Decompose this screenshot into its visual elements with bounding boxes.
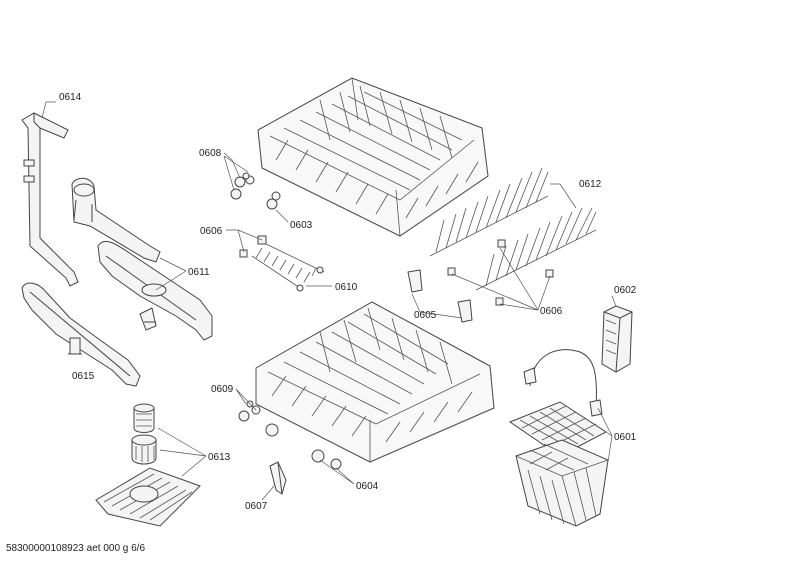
part-labels: 0614 0608 0603 0612 0606 0610 0611 0605 … xyxy=(59,92,637,512)
part-upper-arm-mount xyxy=(71,177,161,263)
part-0614-feed-tube xyxy=(21,112,79,287)
label-0604: 0604 xyxy=(356,481,379,492)
label-0602: 0602 xyxy=(614,285,637,296)
part-0608-wheels xyxy=(230,172,255,200)
part-0615-lower-spray-arm xyxy=(21,282,141,387)
part-0610-rack-insert xyxy=(251,243,325,292)
part-upper-basket xyxy=(257,77,489,237)
label-0607: 0607 xyxy=(245,501,268,512)
label-0614: 0614 xyxy=(59,92,82,103)
part-lower-basket xyxy=(255,301,495,463)
part-0611-upper-spray-arm xyxy=(97,240,213,341)
label-0612: 0612 xyxy=(579,179,602,190)
part-0613-filters xyxy=(95,403,201,527)
drawing-reference-number: 58300000108923 aet 000 g 6/6 xyxy=(6,543,146,554)
label-0606-right: 0606 xyxy=(540,306,563,317)
label-0605: 0605 xyxy=(414,310,437,321)
label-0611: 0611 xyxy=(188,267,210,278)
label-0615: 0615 xyxy=(72,371,95,382)
part-0605-clips xyxy=(407,269,473,323)
part-0607-clip xyxy=(269,461,287,495)
part-0602-holder xyxy=(601,305,633,373)
label-0603: 0603 xyxy=(290,220,313,231)
leader-lines xyxy=(41,101,617,501)
label-0601: 0601 xyxy=(614,432,637,443)
part-0601-cutlery-basket xyxy=(508,349,609,527)
part-0604-wheels xyxy=(265,423,342,470)
label-0610: 0610 xyxy=(335,282,358,293)
label-0606-left: 0606 xyxy=(200,226,223,237)
label-0613: 0613 xyxy=(208,452,231,463)
label-0609: 0609 xyxy=(211,384,234,395)
part-0603-wheels xyxy=(266,191,281,210)
label-0608: 0608 xyxy=(199,148,222,159)
part-0606-clips-left xyxy=(239,235,267,258)
